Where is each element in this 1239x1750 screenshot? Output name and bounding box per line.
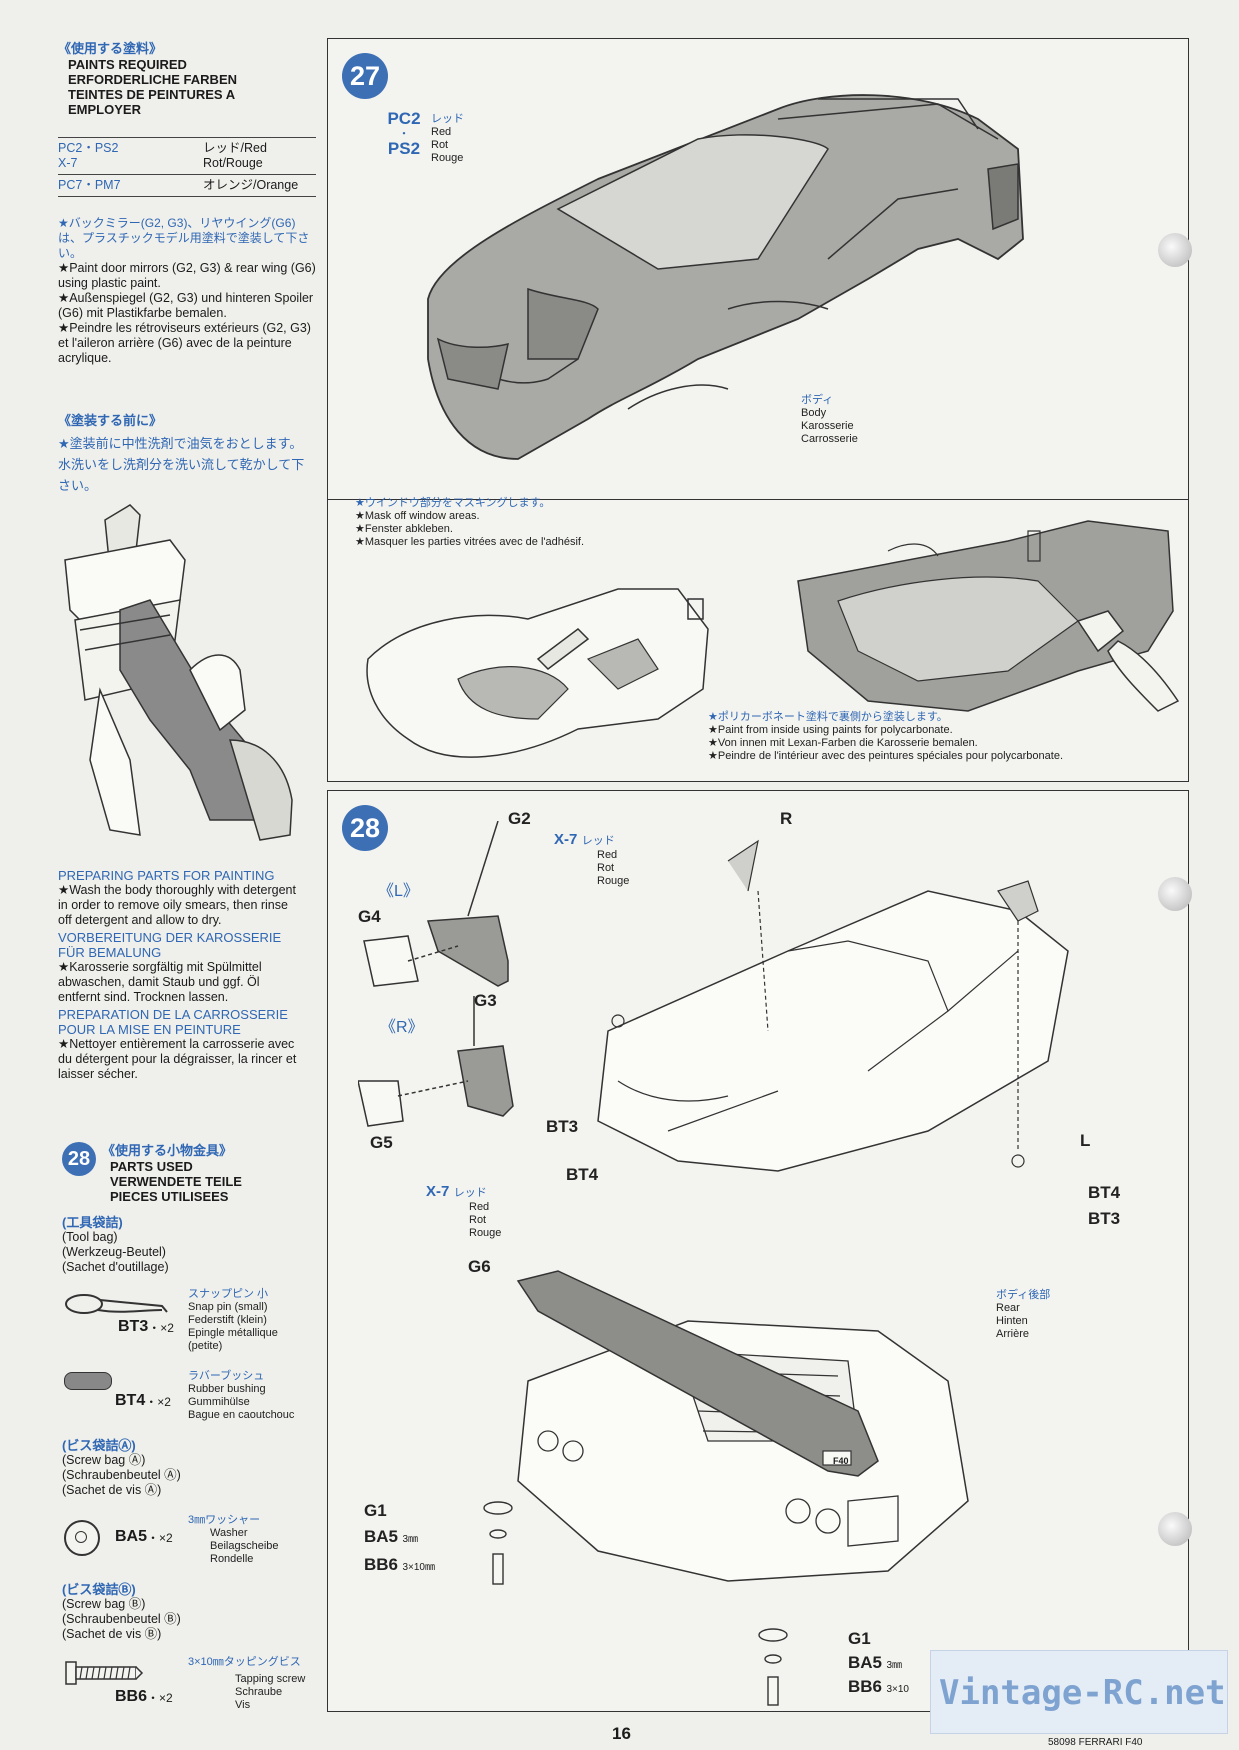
bt3-part: BT3・×2 <box>118 1318 174 1335</box>
label-right-side: 《R》 <box>380 1019 424 1036</box>
label-g3: G3 <box>474 991 497 1010</box>
screw-bag-b-label: (ビス袋詰Ⓑ) (Screw bag Ⓑ) (Schraubenbeutel Ⓑ… <box>62 1582 181 1641</box>
bt4-part: BT4・×2 <box>115 1392 171 1409</box>
label-g2: G2 <box>508 809 531 828</box>
bt4-desc: ラバーブッシュ Rubber bushing Gummihülse Bague … <box>188 1370 295 1421</box>
mirror-note-jp: ★バックミラー(G2, G3)、リヤウイング(G6)は、プラスチックモデル用塗料… <box>58 216 310 260</box>
washing-illustration <box>64 504 293 841</box>
watermark-text: Vintage-RC.net <box>939 1673 1226 1713</box>
step-27-badge: 27 <box>342 53 388 99</box>
snap-pin-icon <box>65 1294 168 1314</box>
label-l: L <box>1080 1131 1091 1150</box>
mirrors-drawing <box>358 821 514 1127</box>
label-bb6-left: BB6 3×10㎜ <box>364 1555 435 1574</box>
front-body-drawing <box>597 839 1069 1172</box>
polycarbonate-instructions: ★ポリカーボネート塗料で裏側から塗装します。 ★Paint from insid… <box>708 711 1064 762</box>
watermark-box: Vintage-RC.net <box>930 1650 1228 1734</box>
x7-middle: X-7 レッド Red Rot Rouge <box>426 1183 502 1239</box>
label-g1-left: G1 <box>364 1501 387 1520</box>
step27-paint-names: レッド Red Rot Rouge <box>431 113 464 164</box>
ba5-part: BA5・×2 <box>115 1528 173 1545</box>
ba5-desc: 3㎜ワッシャー Washer Beilagscheibe Rondelle <box>188 1514 279 1565</box>
toolbag-label: (工具袋詰) (Tool bag) (Werkzeug-Beutel) (Sac… <box>62 1215 169 1274</box>
bt3-desc: スナップピン 小 Snap pin (small) Federstift (kl… <box>188 1288 278 1352</box>
label-bb6-right: BB6 3×10 <box>848 1677 909 1696</box>
paints-header-jp: 《使用する塗料》 <box>58 41 163 56</box>
bb6-desc: 3×10㎜タッピングビス Tapping screw Schraube Vis <box>188 1656 306 1711</box>
binder-hole-2 <box>1158 877 1192 911</box>
left-column: 《使用する塗料》 PAINTS REQUIRED ERFORDERLICHE F… <box>58 38 320 117</box>
prep-text: PREPARING PARTS FOR PAINTING ★Wash the b… <box>58 868 297 1081</box>
before-paint: 《塗装する前に》 ★塗装前に中性洗剤で油気をおとします。水洗いをし洗剤分を洗い流… <box>58 413 305 493</box>
prep-fr-title: PREPARATION DE LA CARROSSERIE POUR LA MI… <box>58 1007 288 1037</box>
parts-step-badge: 28 <box>62 1142 96 1176</box>
label-bt3-right: BT3 <box>1088 1209 1121 1228</box>
step-28-badge: 28 <box>342 805 388 851</box>
paints-header: PAINTS REQUIRED ERFORDERLICHE FARBEN TEI… <box>68 57 238 117</box>
page-number: 16 <box>612 1724 631 1743</box>
label-g5: G5 <box>370 1133 393 1152</box>
model-name: 58098 FERRARI F40 <box>1048 1737 1143 1748</box>
step27-paint-codes: PC2 ・ PS2 <box>387 109 421 158</box>
car-body-drawing <box>427 94 1024 460</box>
painting-drawing <box>797 520 1180 712</box>
label-left-side: 《L》 <box>378 883 419 900</box>
label-g4: G4 <box>358 907 381 926</box>
label-g1-right: G1 <box>848 1629 871 1648</box>
paint-name-1-jp: レッド/Red <box>203 141 267 155</box>
label-ba5-left: BA5 3㎜ <box>364 1527 419 1546</box>
paint-code-2: PC7・PM7 <box>58 178 121 192</box>
paint-code-1b: X-7 <box>58 156 78 170</box>
washer-icon <box>64 1520 100 1556</box>
bb6-part: BB6・×2 <box>115 1688 173 1705</box>
step27-body-label: ボディ Body Karosserie Carrosserie <box>801 394 858 445</box>
parts-header: 《使用する小物金具》 PARTS USED VERWENDETE TEILE P… <box>102 1143 242 1204</box>
binder-hole-3 <box>1158 1512 1192 1546</box>
label-bt4-right: BT4 <box>1088 1183 1121 1202</box>
paint-name-1: Rot/Rouge <box>203 156 263 170</box>
mask-instructions: ★ウインドウ部分をマスキングします。 ★Mask off window area… <box>355 497 585 548</box>
prep-de-title: VORBEREITUNG DER KAROSSERIE FÜR BEMALUNG <box>58 930 282 960</box>
paint-code-1: PC2・PS2 <box>58 141 119 155</box>
prep-en-title: PREPARING PARTS FOR PAINTING <box>58 868 275 883</box>
step-27-panel: 27 PC2 ・ PS2 レッド Red Rot Rouge ボディ <box>327 38 1189 782</box>
f40-wing-badge: F40 <box>833 1456 849 1466</box>
label-ba5-right: BA5 3㎜ <box>848 1653 903 1672</box>
mirror-note: ★バックミラー(G2, G3)、リヤウイング(G6)は、プラスチックモデル用塗料… <box>58 216 318 366</box>
paint-table: PC2・PS2 X-7 レッド/Red Rot/Rouge PC7・PM7 オレ… <box>58 137 316 197</box>
binder-hole-1 <box>1158 233 1192 267</box>
tapping-screw-icon <box>65 1661 144 1685</box>
x7-top: X-7 レッド Red Rot Rouge <box>554 831 630 887</box>
label-bt4-front: BT4 <box>566 1165 599 1184</box>
step27-divider <box>328 499 1188 500</box>
rear-label: ボディ後部 Rear Hinten Arrière <box>996 1289 1051 1340</box>
paint-name-2: オレンジ/Orange <box>203 178 299 192</box>
hardware-stack-right <box>758 1628 788 1706</box>
label-g6: G6 <box>468 1257 491 1276</box>
label-bt3-front: BT3 <box>546 1117 579 1136</box>
screw-bag-a-label: (ビス袋詰Ⓐ) (Screw bag Ⓐ) (Schraubenbeutel Ⓐ… <box>62 1438 181 1497</box>
masking-drawing <box>366 588 709 758</box>
step-28-panel: 28 G2 《L》 G4 G3 《R》 G5 BT3 BT4 R L BT4 B… <box>327 790 1189 1712</box>
label-r: R <box>780 809 793 828</box>
rubber-bushing-icon <box>64 1372 112 1390</box>
rear-body-drawing <box>516 1270 969 1582</box>
hardware-stack-left <box>483 1501 513 1585</box>
